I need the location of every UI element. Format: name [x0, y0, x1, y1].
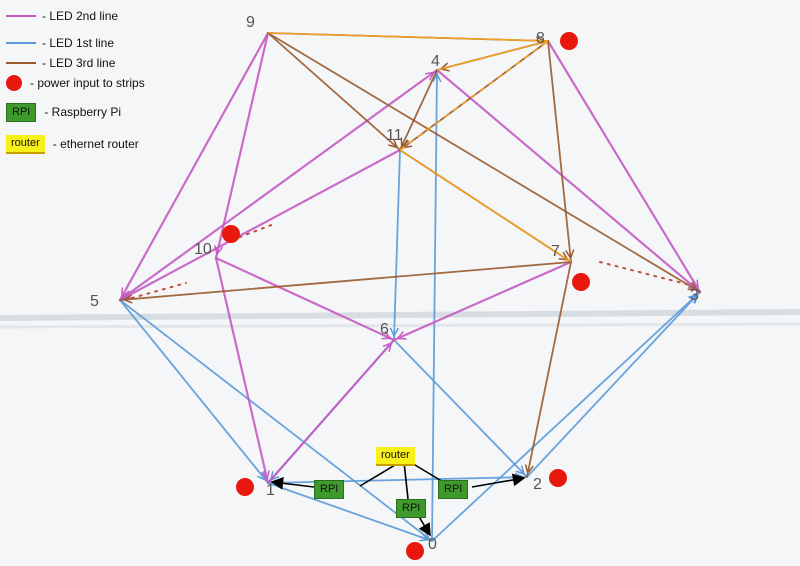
dotted-connector: [599, 261, 691, 286]
led-2nd-edge: [392, 260, 573, 342]
vertex-label-0: 0: [428, 536, 437, 553]
vertex-label-8: 8: [536, 30, 545, 47]
led-3rd-edge: [267, 32, 701, 293]
led-1st-edge: [431, 291, 701, 542]
led-2nd-edge: [266, 338, 396, 485]
led-2nd-edge: [118, 31, 270, 302]
led-2nd-swatch: [6, 15, 36, 17]
led-2nd-arrowhead: [382, 341, 393, 352]
led-1st-swatch: [6, 42, 36, 44]
legend: - LED 2nd line - LED 1st line - LED 3rd …: [6, 2, 206, 162]
rpi-to-strip-arrow: [471, 473, 526, 488]
led-3rd-edge: [267, 32, 401, 151]
router-tag: router: [6, 134, 45, 154]
orange-highlight-edge: [267, 32, 549, 42]
vertex-label-6: 6: [380, 321, 389, 338]
paper-crease: [0, 322, 800, 329]
led-1st-edge: [431, 69, 438, 542]
legend-led-1st-label: - LED 1st line: [42, 36, 115, 50]
rpi-to-strip-arrow: [270, 476, 315, 490]
rpi-to-strip-arrow: [417, 514, 431, 537]
vertex-label-5: 5: [90, 293, 99, 310]
led-3rd-swatch: [6, 62, 36, 64]
led-3rd-arrowhead: [524, 464, 534, 475]
led-1st-arrowhead: [257, 470, 267, 482]
legend-power: - power input to strips: [6, 73, 145, 93]
power-input-dot-v2: [549, 469, 567, 487]
router-box: router: [376, 447, 415, 466]
vertex-label-9: 9: [246, 14, 255, 31]
led-3rd-arrowhead: [388, 138, 399, 149]
led-3rd-arrowhead: [687, 281, 699, 291]
led-1st-edge: [393, 339, 528, 478]
led-2nd-arrowhead: [122, 290, 133, 299]
led-3rd-arrowhead: [400, 137, 410, 148]
led-2nd-arrowhead: [260, 470, 270, 481]
vertex-label-3: 3: [690, 287, 699, 304]
led-1st-arrowhead: [389, 327, 400, 338]
orange-dashed-edge: [399, 40, 549, 151]
legend-rpi: RPI - Raspberry Pi: [6, 102, 121, 122]
led-2nd-edge: [546, 39, 702, 294]
led-2nd-edge: [435, 68, 702, 294]
legend-power-label: - power input to strips: [30, 76, 145, 90]
led-2nd-edge: [214, 31, 270, 260]
vertex-label-4: 4: [431, 53, 440, 70]
led-1st-edge: [267, 476, 528, 484]
legend-led-2nd-label: - LED 2nd line: [42, 9, 119, 23]
power-input-dot-v8: [560, 32, 578, 50]
led-1st-edge: [393, 149, 401, 341]
rpi-box-left: RPI: [314, 480, 345, 499]
led-2nd-arrowhead: [424, 71, 436, 81]
led-1st-edge: [267, 482, 433, 542]
vertex-label-11: 11: [386, 127, 403, 144]
power-input-dot-v10: [222, 225, 240, 243]
power-input-dot-v7: [572, 273, 590, 291]
legend-led-2nd: - LED 2nd line: [6, 6, 118, 26]
power-dot-icon: [6, 75, 22, 91]
led-2nd-edge: [118, 68, 439, 302]
rpi-box-right: RPI: [438, 480, 469, 499]
led-1st-arrowhead: [432, 72, 442, 83]
rpi-tag: RPI: [6, 102, 37, 122]
dotted-connector: [131, 282, 187, 299]
led-1st-edge: [526, 291, 701, 478]
led-2nd-arrowhead: [396, 331, 407, 340]
led-1st-edge: [119, 299, 433, 542]
orange-highlight-edge: [436, 40, 549, 71]
led-3rd-arrowhead: [565, 249, 575, 260]
led-2nd-arrowhead: [381, 330, 392, 340]
led-3rd-edge: [119, 261, 572, 301]
legend-router-label: - ethernet router: [52, 137, 139, 151]
vertex-label-7: 7: [551, 243, 560, 260]
router-to-rpi-link: [403, 461, 409, 500]
legend-led-1st: - LED 1st line: [6, 33, 114, 53]
led-2nd-edge: [214, 256, 270, 485]
power-input-dot-v1: [236, 478, 254, 496]
led-2nd-edge: [214, 256, 396, 342]
power-input-dot-v0: [406, 542, 424, 560]
led-3rd-edge: [547, 40, 572, 263]
legend-router: router - ethernet router: [6, 134, 139, 154]
led-3rd-edge: [399, 69, 438, 151]
vertex-label-1: 1: [266, 482, 275, 499]
led-2nd-edge: [118, 148, 402, 302]
led-3rd-edge: [526, 261, 572, 478]
led-3rd-arrowhead: [122, 294, 133, 304]
vertex-label-2: 2: [533, 476, 542, 493]
legend-led-3rd: - LED 3rd line: [6, 53, 115, 73]
led-1st-arrowhead: [688, 293, 699, 304]
legend-rpi-label: - Raspberry Pi: [44, 105, 122, 119]
rpi-box-bottom: RPI: [396, 499, 427, 518]
router-to-rpi-link: [359, 461, 401, 487]
legend-led-3rd-label: - LED 3rd line: [42, 56, 116, 70]
led-1st-edge: [119, 299, 269, 484]
orange-highlight-edge: [399, 149, 572, 263]
vertex-label-10: 10: [194, 241, 212, 258]
